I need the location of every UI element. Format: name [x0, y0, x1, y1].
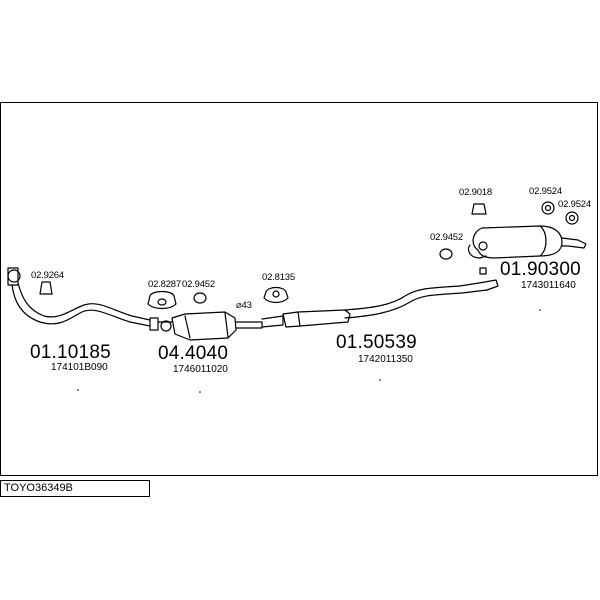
gasket-02-9264 — [39, 281, 53, 295]
assembly-number-center-pipe: 01.50539 — [336, 332, 417, 353]
part-code-flange: 02.8287 — [148, 279, 181, 290]
oem-number-front-pipe: 174101B090 — [51, 362, 108, 373]
mount-02-9018 — [471, 203, 487, 215]
part-code-flange: 02.8135 — [262, 272, 295, 283]
rear-muffler-drawing — [467, 225, 587, 291]
assembly-number-front-pipe: 01.10185 — [30, 342, 111, 363]
hardware-drawing — [39, 201, 579, 310]
oem-number-rear-muffler: 1743011640 — [521, 280, 576, 291]
catalytic-converter-drawing — [157, 311, 263, 341]
mount-02-9524-a — [541, 201, 555, 215]
center-pipe-drawing — [261, 281, 488, 328]
pipe-diameter-label: ⌀43 — [236, 300, 252, 311]
oem-number-center-pipe: 1742011350 — [358, 354, 413, 365]
part-code-gasket: 02.9264 — [31, 270, 64, 281]
part-code-mount: 02.9524 — [558, 199, 591, 210]
part-code-gasket: 02.9452 — [430, 232, 463, 243]
gasket-02-9452-a — [193, 292, 207, 304]
assembly-number-rear-muffler: 01.90300 — [500, 259, 581, 280]
part-code-mount: 02.9018 — [459, 187, 492, 198]
diagram-frame — [0, 102, 598, 476]
oem-number-catalytic-converter: 1746011020 — [173, 364, 228, 375]
front-pipe-drawing — [7, 267, 159, 331]
flange-02-8287 — [147, 290, 177, 310]
cat-inlet-flange — [160, 320, 172, 332]
assembly-number-catalytic-converter: 04.4040 — [158, 343, 229, 364]
mount-02-9524-b — [565, 211, 579, 225]
part-code-mount: 02.9524 — [529, 186, 562, 197]
gasket-02-9452-b — [439, 248, 453, 260]
document-code: TOYO36349B — [0, 480, 150, 497]
part-code-gasket: 02.9452 — [182, 279, 215, 290]
flange-02-8135 — [263, 286, 289, 304]
